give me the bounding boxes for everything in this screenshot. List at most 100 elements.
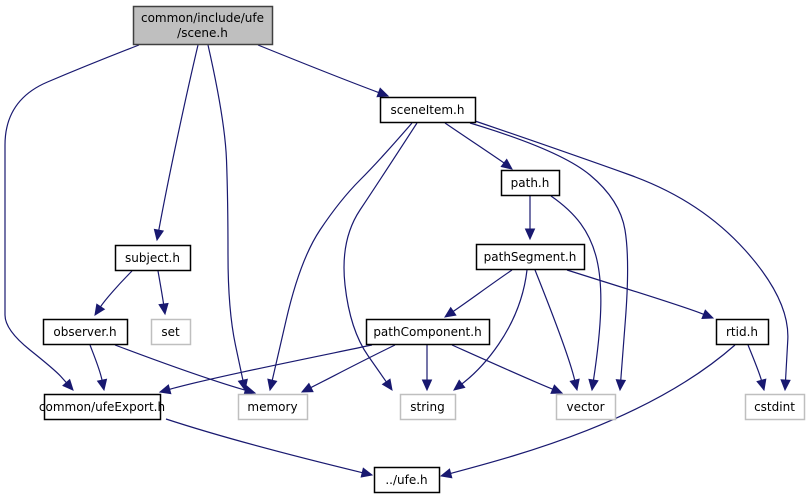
node-box: [399, 393, 457, 421]
arrowhead-icon: [158, 302, 169, 316]
node-label: observer.h: [53, 325, 116, 339]
node-box: [500, 169, 561, 197]
node-rtid[interactable]: rtid.h: [715, 318, 770, 346]
arrowhead-icon: [153, 228, 165, 242]
edge-observer-to-ufeExport: [89, 344, 108, 392]
edges-layer: [4, 44, 791, 479]
edge-line: [271, 122, 413, 381]
node-observer[interactable]: observer.h: [42, 318, 129, 346]
edge-pathSegment-to-pathComponent: [443, 269, 513, 318]
node-cstdint: cstdint: [744, 393, 806, 421]
node-box: [42, 318, 129, 346]
edge-sceneItem-to-cstdint: [474, 120, 791, 392]
node-scene[interactable]: common/include/ufe/scene.h: [132, 5, 274, 46]
edge-subject-to-set: [157, 270, 169, 316]
arrowhead-icon: [524, 228, 536, 241]
node-pathComponent[interactable]: pathComponent.h: [365, 318, 491, 346]
node-label: common/include/ufe: [141, 11, 264, 25]
arrowhead-icon: [756, 378, 767, 392]
arrowhead-icon: [267, 378, 278, 392]
arrowhead-icon: [615, 379, 627, 392]
arrowhead-icon: [421, 379, 433, 392]
node-box: [150, 318, 192, 346]
edge-line: [747, 344, 763, 381]
arrowhead-icon: [701, 309, 715, 320]
edge-line: [207, 44, 244, 381]
node-set: set: [150, 318, 192, 346]
edge-line: [444, 122, 505, 164]
edge-line: [100, 270, 133, 308]
node-memory: memory: [237, 393, 309, 421]
edge-ufeExport-to-ufe: [165, 418, 374, 478]
edge-rtid-to-ufe: [439, 344, 736, 479]
edge-sceneItem-to-path: [444, 122, 513, 170]
edge-line: [343, 122, 418, 383]
node-box: [114, 244, 192, 272]
node-box: [132, 5, 274, 46]
node-box: [555, 393, 617, 421]
edge-scene-to-subject: [153, 44, 199, 242]
arrowhead-icon: [237, 378, 248, 392]
edge-line: [257, 44, 379, 94]
node-string: string: [399, 393, 457, 421]
node-box: [475, 243, 586, 271]
node-ufe[interactable]: ../ufe.h: [373, 466, 441, 494]
node-box: [373, 466, 441, 494]
edge-pathComponent-to-ufeExport: [158, 344, 373, 395]
arrowhead-icon: [300, 382, 314, 393]
edge-pathComponent-to-string: [421, 345, 433, 392]
edge-scene-to-memory: [207, 44, 248, 392]
edge-line: [461, 269, 528, 385]
arrowhead-icon: [588, 378, 599, 392]
edge-pathSegment-to-vector: [534, 269, 580, 392]
node-ufeExport[interactable]: common/ufeExport.h: [39, 393, 165, 421]
edge-pathSegment-to-rtid: [566, 269, 715, 320]
edge-line: [450, 344, 736, 475]
edge-observer-to-memory: [114, 344, 257, 396]
node-label: pathComponent.h: [373, 325, 481, 339]
edge-scene-to-sceneItem: [257, 44, 390, 98]
edge-line: [114, 344, 246, 391]
edge-pathComponent-to-memory: [300, 344, 396, 393]
arrowhead-icon: [94, 303, 106, 317]
node-pathSegment[interactable]: pathSegment.h: [475, 243, 586, 271]
edge-sceneItem-to-vector: [469, 122, 629, 392]
edge-pathSegment-to-string: [453, 269, 528, 391]
arrowhead-icon: [360, 467, 374, 478]
edge-line: [4, 44, 140, 383]
arrowhead-icon: [62, 378, 74, 391]
node-label: subject.h: [125, 251, 180, 265]
node-subject[interactable]: subject.h: [114, 244, 192, 272]
edge-path-to-vector: [550, 195, 602, 392]
edge-line: [310, 344, 396, 389]
arrowhead-icon: [439, 468, 453, 479]
edge-pathComponent-to-vector: [451, 344, 564, 394]
node-box: [379, 96, 477, 124]
arrowhead-icon: [453, 379, 466, 391]
node-label: cstdint: [754, 400, 795, 414]
edge-sceneItem-to-string: [343, 122, 418, 391]
edge-sceneItem-to-memory: [267, 122, 413, 392]
edge-line: [534, 269, 576, 381]
edge-line: [169, 344, 373, 390]
arrowhead-icon: [500, 158, 513, 170]
node-label: common/ufeExport.h: [39, 400, 165, 414]
node-box: [715, 318, 770, 346]
node-label: /scene.h: [177, 26, 228, 40]
arrowhead-icon: [96, 378, 108, 392]
node-path[interactable]: path.h: [500, 169, 561, 197]
node-sceneItem[interactable]: sceneItem.h: [379, 96, 477, 124]
arrowhead-icon: [376, 87, 390, 98]
edge-line: [157, 270, 165, 305]
node-label: vector: [566, 400, 604, 414]
edge-scene-to-ufeExport: [4, 44, 140, 391]
arrowhead-icon: [443, 306, 457, 318]
arrowhead-icon: [550, 384, 564, 394]
node-label: set: [161, 325, 180, 339]
edge-line: [474, 120, 789, 381]
node-label: sceneItem.h: [391, 103, 465, 117]
edge-line: [452, 269, 513, 312]
node-label: memory: [247, 400, 297, 414]
node-label: rtid.h: [726, 325, 758, 339]
